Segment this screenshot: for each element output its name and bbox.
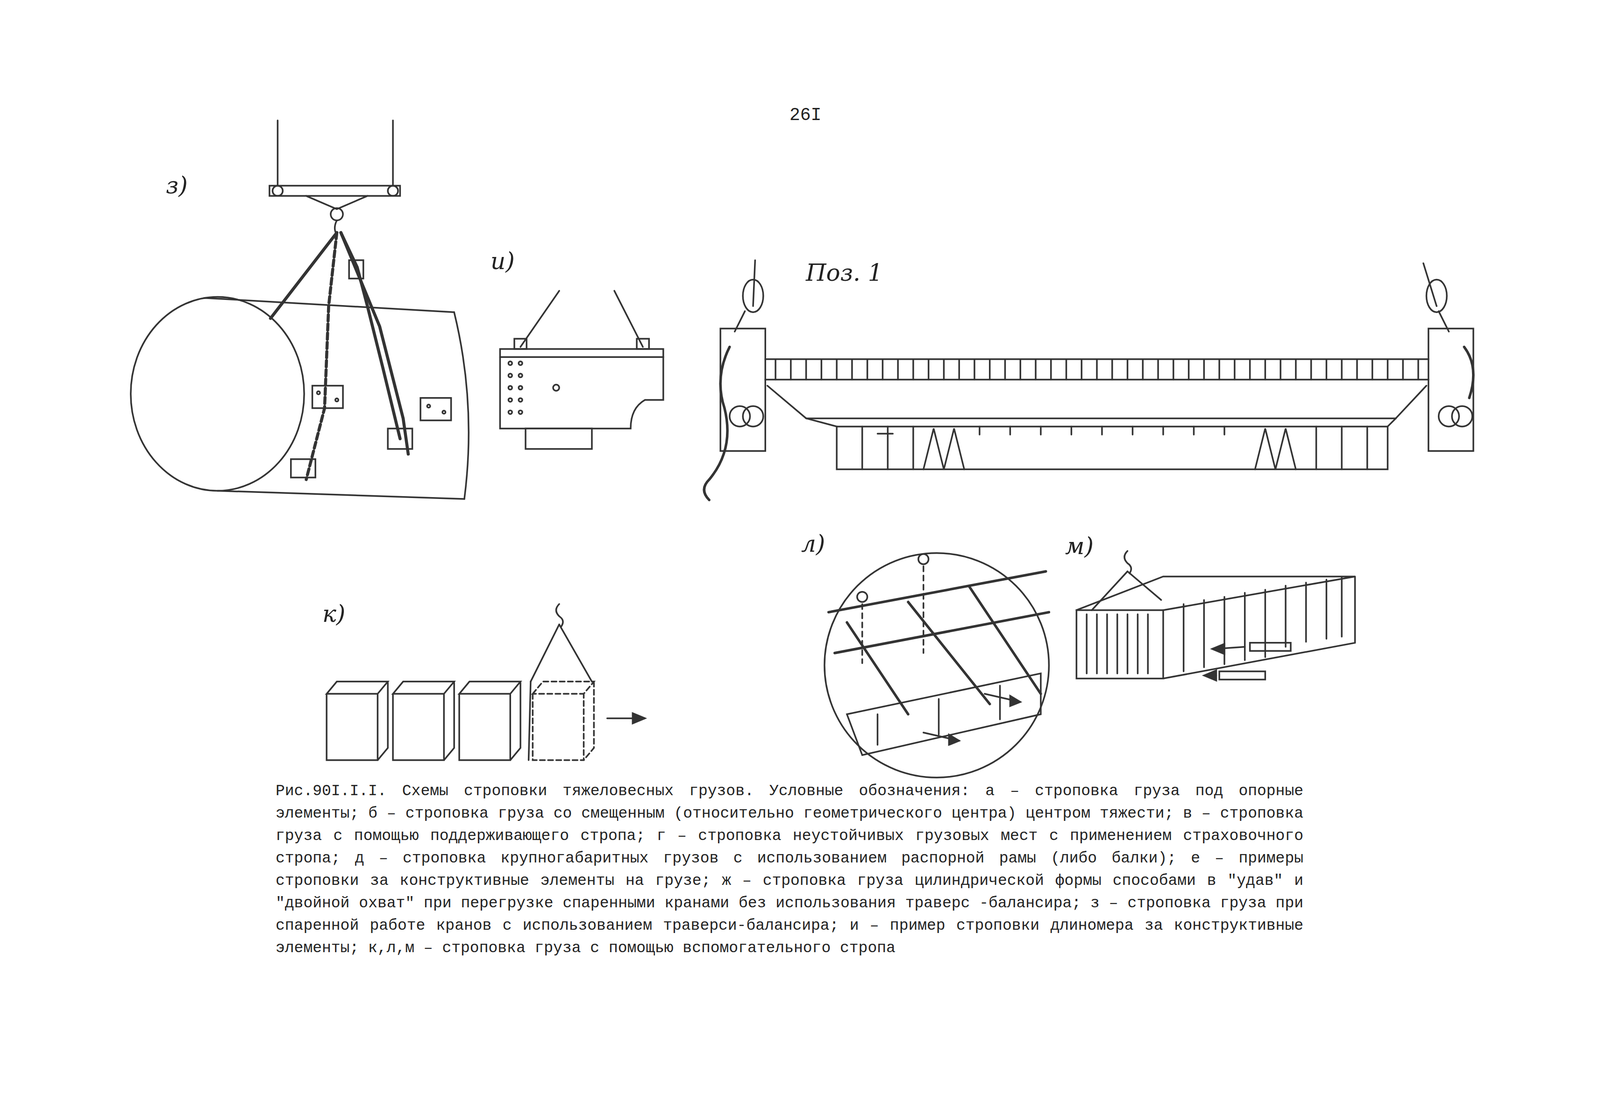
long-element-figure [499,290,663,449]
cylinder-figure [130,120,469,499]
figure-caption: Рис.90I.I.I. Схемы строповки тяжеловесны… [275,780,1304,960]
figure-letter: к) [322,600,346,628]
container-figure [1076,550,1355,681]
blocks-figure [326,604,645,761]
figure-letter: л) [801,530,825,558]
figure-letter: и) [490,247,515,275]
position-label: Поз. 1 [805,259,883,287]
detail-circle-figure [824,553,1049,778]
figure-letter: м) [1065,532,1094,560]
figure-letter: з) [165,171,188,200]
page-number: 26I [789,105,822,126]
beam-figure [704,260,1474,500]
